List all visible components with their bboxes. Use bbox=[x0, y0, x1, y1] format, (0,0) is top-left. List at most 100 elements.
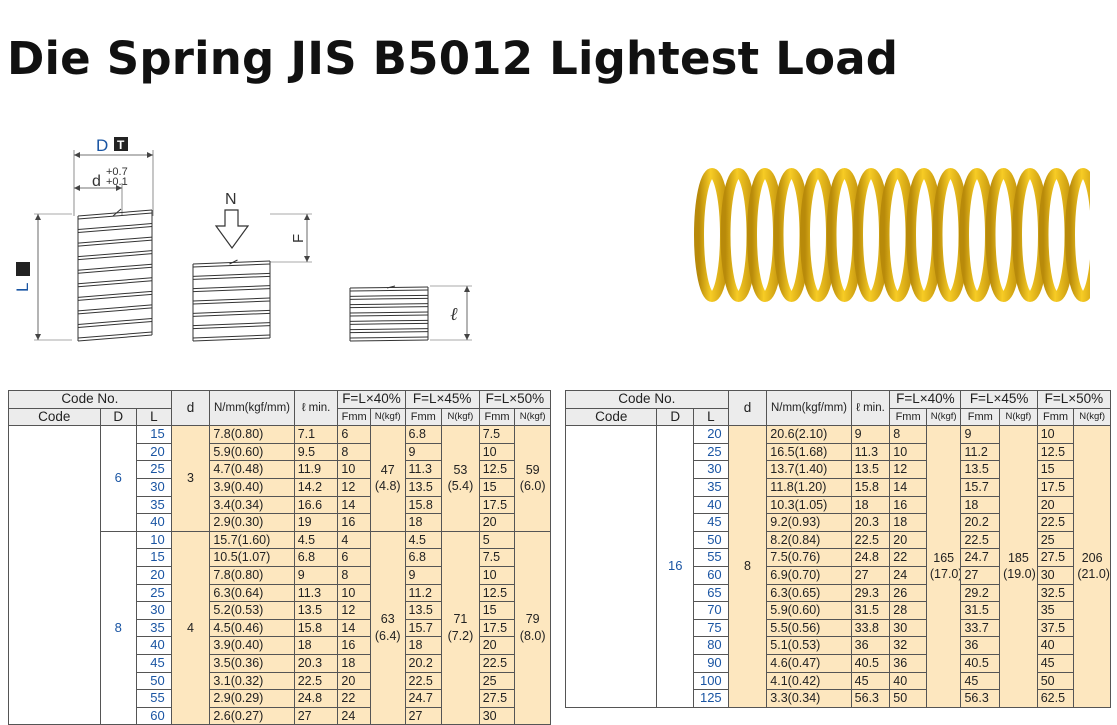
header-nkgf: N(kgf) bbox=[1073, 407, 1111, 427]
header-f45: F=L×45% bbox=[404, 390, 480, 409]
cell-f50: 40 bbox=[1036, 636, 1075, 655]
cell-f40: 8 bbox=[889, 425, 927, 444]
cell-f40: 4 bbox=[337, 530, 371, 550]
cell-f50: 12.5 bbox=[1036, 442, 1075, 462]
cell-f40: 12 bbox=[337, 477, 371, 497]
cell-lmin: 9 bbox=[850, 425, 891, 444]
cell-L: 10 bbox=[136, 530, 172, 550]
k45: (5.4) bbox=[447, 479, 474, 494]
cell-f50: 17.5 bbox=[478, 618, 516, 638]
cell-n50: 79(8.0) bbox=[514, 530, 551, 725]
header-d: d bbox=[727, 389, 768, 427]
label-L: L bbox=[13, 283, 32, 292]
load-arrow: N bbox=[214, 191, 250, 250]
cell-lmin: 11.3 bbox=[850, 442, 891, 462]
n40: 63 bbox=[380, 612, 395, 627]
cell-L: 75 bbox=[693, 618, 729, 638]
cell-lmin: 40.5 bbox=[850, 653, 891, 673]
cell-f40: 16 bbox=[337, 513, 371, 532]
cell-lmin: 29.3 bbox=[850, 583, 891, 603]
cell-lmin: 36 bbox=[850, 636, 891, 655]
cell-L: 100 bbox=[693, 671, 729, 691]
header-lmin: ℓ min. bbox=[850, 389, 891, 427]
page-title: Die Spring JIS B5012 Lightest Load bbox=[7, 32, 899, 85]
cell-rate: 3.9(0.40) bbox=[209, 477, 295, 497]
header-code-no: Code No. bbox=[565, 390, 729, 409]
cell-rate: 5.2(0.53) bbox=[209, 601, 295, 620]
k40: (4.8) bbox=[374, 479, 401, 494]
cell-f40: 26 bbox=[889, 583, 927, 603]
cell-f50: 25 bbox=[478, 671, 516, 691]
cell-f45: 11.3 bbox=[404, 460, 443, 479]
k40: (6.4) bbox=[374, 629, 401, 644]
header-code-no: Code No. bbox=[8, 390, 172, 409]
cell-f50: 15 bbox=[478, 601, 516, 620]
solid-spring-drawing bbox=[349, 285, 429, 342]
header-d: d bbox=[170, 389, 211, 427]
code-cell bbox=[8, 425, 101, 725]
cell-L: 55 bbox=[136, 689, 172, 708]
cell-f45: 18 bbox=[960, 495, 1001, 515]
cell-f40: 8 bbox=[337, 565, 371, 585]
n50: 59 bbox=[525, 462, 540, 477]
cell-rate: 3.4(0.34) bbox=[209, 495, 295, 515]
header-no: No. bbox=[654, 391, 676, 406]
label-d: d bbox=[92, 173, 101, 190]
label-F: F bbox=[290, 234, 307, 243]
cell-f40: 18 bbox=[889, 513, 927, 532]
header-nkgf: N(kgf) bbox=[369, 407, 406, 427]
header-code: Code bbox=[564, 407, 658, 427]
cell-f50: 37.5 bbox=[1036, 618, 1075, 638]
header-nkgf: N(kgf) bbox=[999, 407, 1038, 427]
header-D: D bbox=[99, 407, 138, 427]
header-f40: F=L×40% bbox=[337, 390, 406, 409]
dimension-F: F bbox=[270, 213, 312, 263]
cell-rate: 10.3(1.05) bbox=[766, 495, 852, 515]
cell-f50: 45 bbox=[1036, 653, 1075, 673]
k40: (17.0) bbox=[929, 567, 961, 582]
cell-f40: 14 bbox=[337, 495, 371, 515]
cell-f45: 56.3 bbox=[960, 689, 1001, 708]
badge-T-L bbox=[16, 262, 30, 276]
cell-f45: 9 bbox=[404, 565, 443, 585]
cell-f40: 6 bbox=[337, 425, 371, 444]
cell-f40: 22 bbox=[337, 689, 371, 708]
cell-f45: 9 bbox=[404, 442, 443, 462]
cell-L: 20 bbox=[136, 565, 172, 585]
cell-lmin: 15.8 bbox=[293, 618, 339, 638]
cell-f45: 31.5 bbox=[960, 601, 1001, 620]
cell-rate: 16.5(1.68) bbox=[766, 442, 852, 462]
cell-L: 45 bbox=[136, 653, 172, 673]
cell-L: 25 bbox=[136, 460, 172, 479]
header-no: No. bbox=[97, 391, 119, 406]
cell-f45: 13.5 bbox=[960, 460, 1001, 479]
n40: 47 bbox=[380, 462, 395, 477]
cell-f40: 24 bbox=[337, 706, 371, 725]
cell-rate: 2.9(0.30) bbox=[209, 513, 295, 532]
cell-f40: 50 bbox=[889, 689, 927, 708]
cell-rate: 11.8(1.20) bbox=[766, 477, 852, 497]
label-N: N bbox=[225, 191, 237, 208]
cell-f50: 5 bbox=[478, 530, 516, 550]
k50: (6.0) bbox=[519, 479, 546, 494]
cell-lmin: 24.8 bbox=[293, 689, 339, 708]
cell-rate: 5.5(0.56) bbox=[766, 618, 852, 638]
cell-lmin: 22.5 bbox=[850, 530, 891, 550]
cell-D: 6 bbox=[99, 425, 138, 532]
header-code: Code bbox=[8, 407, 101, 427]
cell-rate: 20.6(2.10) bbox=[766, 425, 852, 444]
